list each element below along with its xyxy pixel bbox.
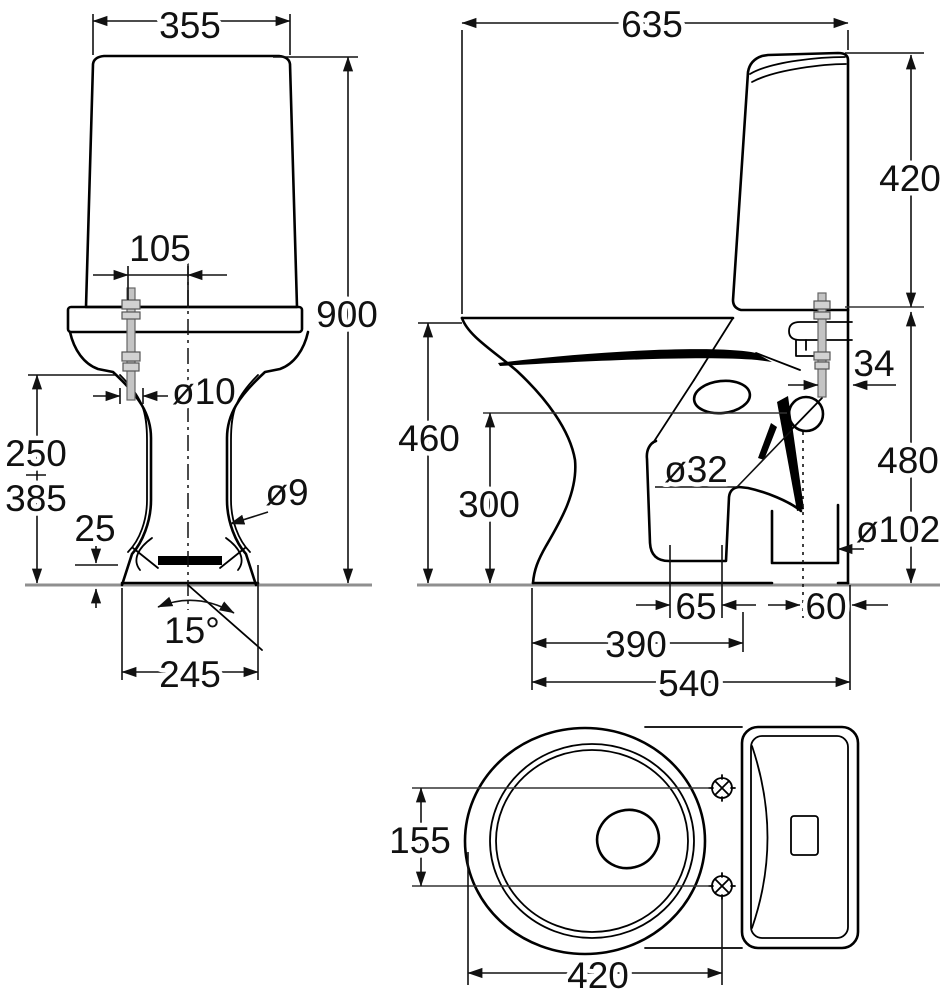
- dim-side-inlet-dia: ø32: [664, 449, 728, 490]
- dim-side-depth: 635: [621, 4, 683, 45]
- side-outlet-pipe: [770, 503, 840, 565]
- dim-front-hole-spacing: 105: [129, 228, 191, 269]
- front-left-wing-hole: [132, 537, 159, 571]
- dim-front-angle: 15°: [164, 610, 220, 651]
- dim-front-height: 900: [316, 294, 378, 335]
- side-view: 635 420 34 480 ø102 460 300 ø32 65: [394, 0, 946, 709]
- plan-water-spot: [595, 808, 661, 870]
- dim-side-inlet-height: 300: [458, 484, 520, 525]
- side-inlet-boss: [692, 379, 752, 415]
- dim-side-trap-offset: 65: [675, 586, 716, 627]
- side-tank-outline: [731, 51, 850, 312]
- dim-side-bolt-offset: 34: [853, 343, 894, 384]
- dim-side-seat-height: 480: [877, 440, 939, 481]
- dim-side-base-depth: 540: [658, 663, 720, 704]
- plan-view: 155 420: [385, 725, 860, 1000]
- plan-tank-outer: [740, 725, 860, 950]
- dim-side-outlet-dia: ø102: [856, 509, 940, 550]
- dim-front-h-upper: 250: [5, 433, 67, 474]
- side-trap-outline: [645, 439, 803, 563]
- plan-bolt-bottom: [708, 872, 736, 900]
- side-inlet-circle: [787, 395, 825, 433]
- plan-seat-ring: [489, 743, 695, 939]
- dim-plan-hole-spacing: 155: [389, 820, 451, 861]
- dim-side-rim-height: 460: [398, 418, 460, 459]
- side-seat-bolt: [813, 292, 831, 398]
- front-rim-band: [66, 305, 304, 334]
- front-tank-outline: [84, 54, 299, 309]
- front-view: 355 105 900 ø10 250 385 25 15°: [1, 1, 383, 700]
- plan-bolt-top: [708, 774, 736, 802]
- plan-seat-outer: [463, 726, 707, 956]
- plan-tank-inner: [750, 735, 849, 939]
- dim-front-recess: 25: [74, 508, 115, 549]
- dim-side-tank-height: 420: [879, 158, 941, 199]
- dim-front-side-hole-dia: ø9: [265, 472, 308, 513]
- dim-front-h-lower: 385: [5, 478, 67, 519]
- dim-side-outlet-offset: 60: [805, 586, 846, 627]
- side-seat-profile: [498, 349, 772, 366]
- dim-side-fixing-depth: 390: [605, 624, 667, 665]
- dim-front-base-width: 245: [159, 654, 221, 695]
- front-right-wing-hole: [219, 537, 246, 571]
- plan-flush-button: [790, 815, 819, 856]
- front-recess-shadow: [158, 556, 222, 565]
- front-seat-bolt: [121, 287, 141, 401]
- dim-front-width: 355: [159, 5, 221, 46]
- side-bowl-profile: [460, 316, 577, 585]
- dim-front-bolt-dia: ø10: [172, 371, 236, 412]
- dim-plan-hole-distance: 420: [567, 955, 629, 996]
